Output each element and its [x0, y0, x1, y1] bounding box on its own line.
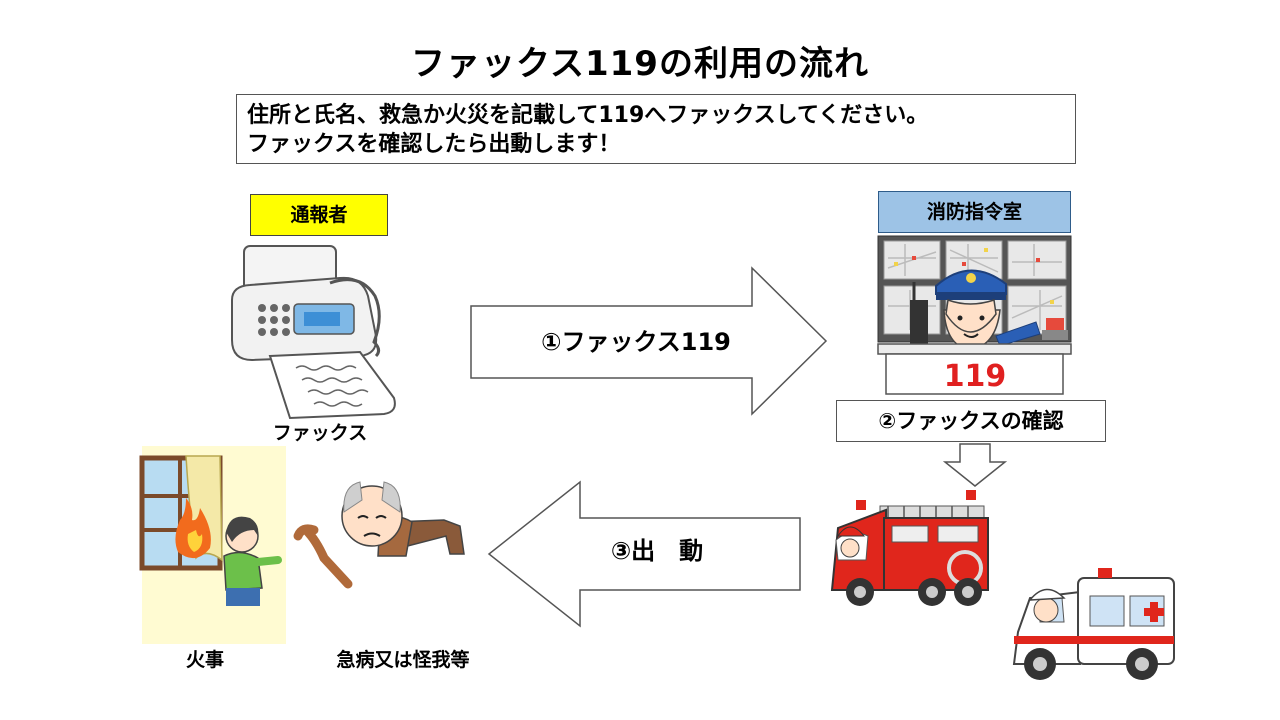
fire-scene-icon — [139, 446, 286, 644]
ambulance-icon — [1012, 568, 1175, 680]
step1-label: ①ファックス119 — [541, 328, 731, 356]
fax-machine-icon — [231, 245, 396, 420]
desk-number: 119 — [944, 359, 1007, 394]
step2-label: ②ファックスの確認 — [836, 400, 1106, 442]
instruction-line-2: ファックスを確認したら出動します！ — [247, 132, 621, 157]
injured-person-icon — [293, 481, 465, 589]
command-room-label: 消防指令室 — [878, 191, 1071, 233]
command-room-icon: 119 — [877, 235, 1072, 395]
fax-label: ファックス — [272, 422, 368, 444]
down-arrow — [942, 443, 1008, 487]
step3-label: ③出 動 — [611, 537, 703, 565]
instruction-line-1: 住所と氏名、救急か火災を記載して119へファックスしてください。 — [247, 103, 929, 128]
fire-truck-icon — [830, 490, 989, 606]
fire-label: 火事 — [185, 649, 224, 671]
step1-arrow — [470, 266, 828, 416]
step3-arrow — [487, 480, 801, 628]
diagram-title: ファックス119の利用の流れ — [411, 44, 869, 84]
instruction-box: 住所と氏名、救急か火災を記載して119へファックスしてください。 ファックスを確… — [236, 94, 1076, 164]
reporter-label: 通報者 — [250, 194, 388, 236]
illness-label: 急病又は怪我等 — [336, 649, 470, 671]
